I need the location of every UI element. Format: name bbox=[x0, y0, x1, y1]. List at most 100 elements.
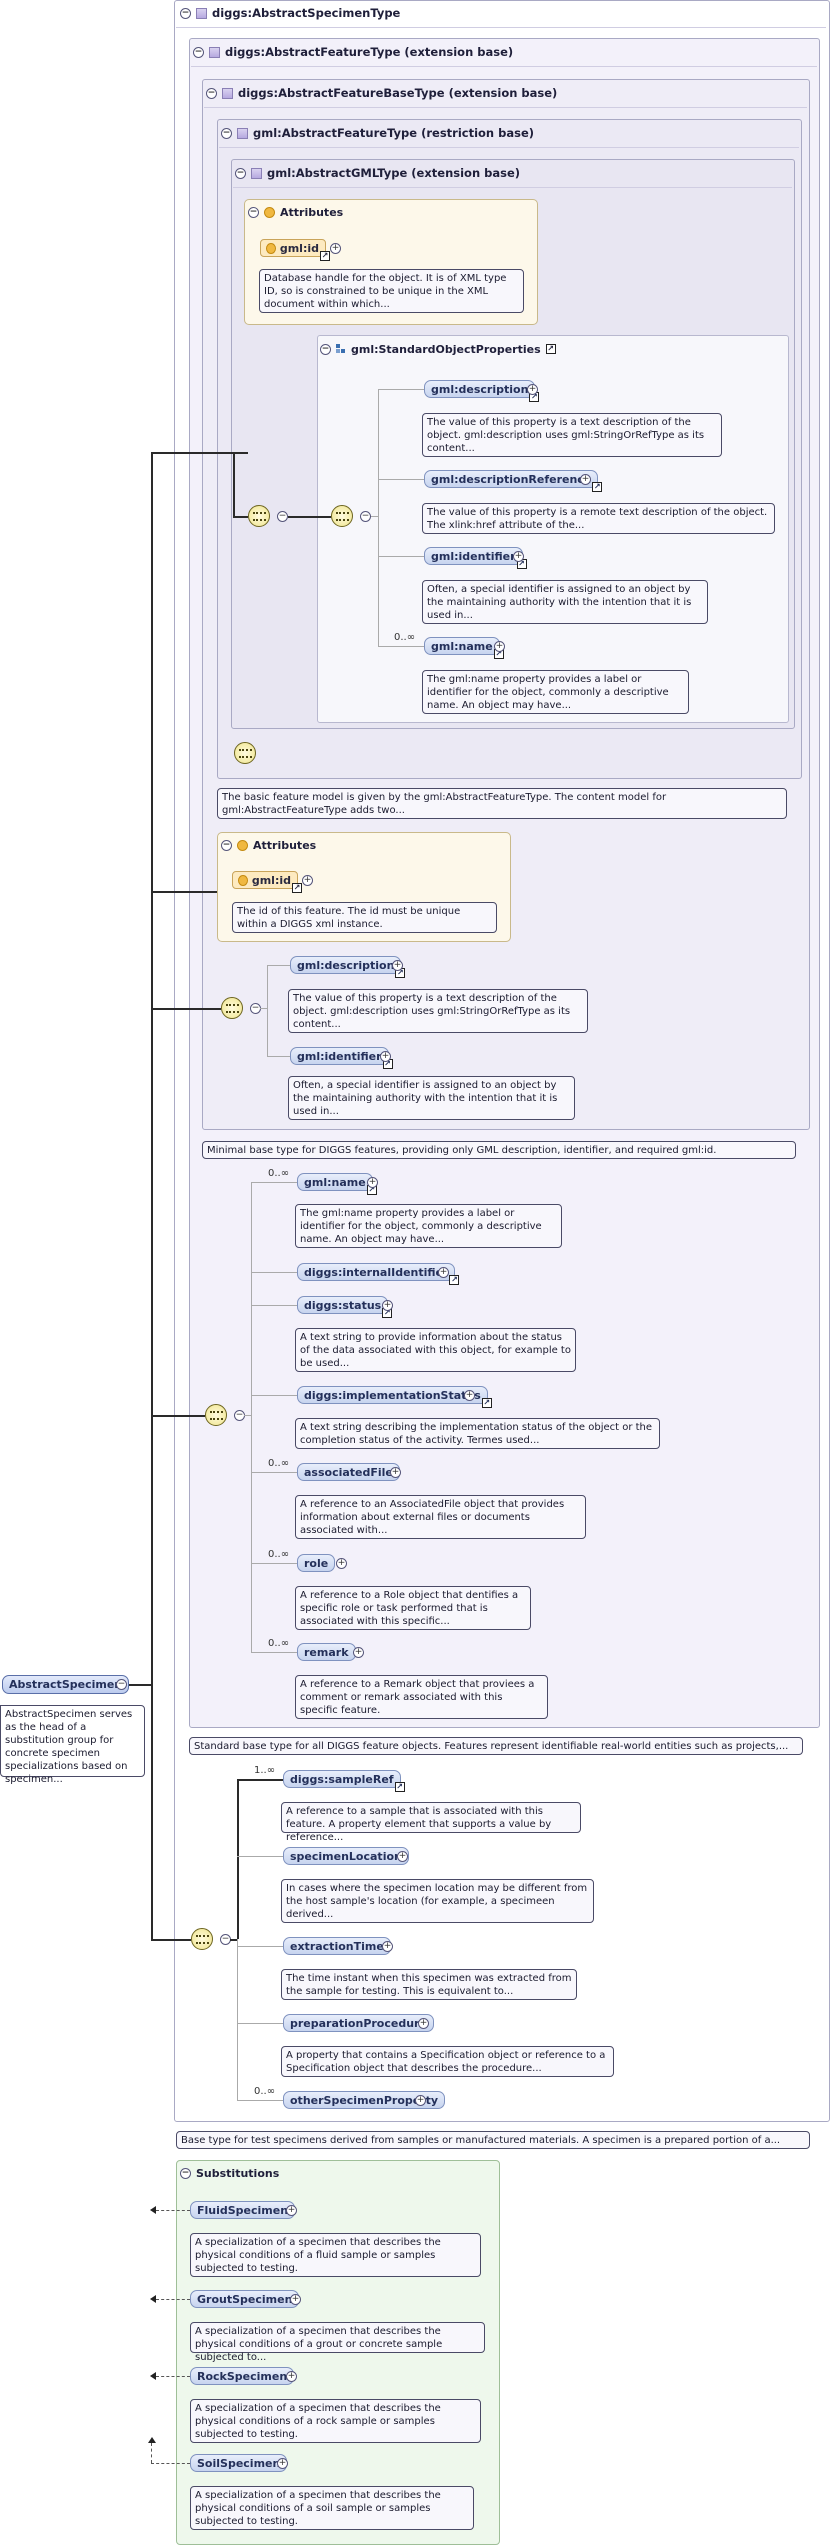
base-attributes-header[interactable]: − Attributes bbox=[221, 835, 316, 855]
expand-icon[interactable]: + bbox=[438, 1267, 449, 1278]
occurrence-label: 0..∞ bbox=[254, 2086, 276, 2097]
preparation-procedure-element[interactable]: preparationProcedure bbox=[283, 2014, 434, 2032]
expand-icon[interactable]: + bbox=[367, 1177, 378, 1188]
sample-ref-doc: A reference to a sample that is associat… bbox=[281, 1802, 581, 1843]
expand-icon[interactable]: + bbox=[286, 2371, 297, 2382]
expand-icon[interactable]: + bbox=[336, 1558, 347, 1569]
expand-icon[interactable]: + bbox=[390, 1467, 401, 1478]
associated-file-doc: A reference to an AssociatedFile object … bbox=[295, 1495, 586, 1539]
rock-specimen-element[interactable]: RockSpecimen bbox=[190, 2367, 295, 2385]
expand-icon[interactable]: + bbox=[397, 1851, 408, 1862]
expand-icon[interactable]: + bbox=[494, 641, 505, 652]
abstract-specimen-root-element[interactable]: AbstractSpecimen bbox=[2, 1675, 130, 1694]
substitutions-header[interactable]: − Substitutions bbox=[180, 2163, 279, 2183]
collapse-icon[interactable]: − bbox=[235, 167, 246, 179]
gml-name-element[interactable]: gml:name ↗ bbox=[424, 637, 504, 659]
substitutions-title: Substitutions bbox=[196, 2166, 280, 2180]
expand-icon[interactable]: + bbox=[464, 1390, 475, 1401]
grout-specimen-element[interactable]: GroutSpecimen bbox=[190, 2290, 300, 2308]
expand-icon[interactable]: + bbox=[382, 1300, 393, 1311]
remark-doc: A reference to a Remark object that prov… bbox=[295, 1675, 548, 1719]
expand-icon[interactable]: + bbox=[330, 243, 341, 254]
expand-icon[interactable]: + bbox=[415, 2095, 426, 2106]
expand-icon[interactable]: + bbox=[302, 875, 313, 886]
base-gml-id-attribute[interactable]: gml:id ↗ bbox=[232, 871, 302, 893]
gml-id-attribute[interactable]: gml:id ↗ bbox=[260, 239, 330, 261]
base-gml-identifier-doc: Often, a special identifier is assigned … bbox=[288, 1076, 575, 1120]
expand-icon[interactable]: + bbox=[513, 551, 524, 562]
group-icon bbox=[336, 344, 346, 354]
associated-file-element[interactable]: associatedFile bbox=[297, 1463, 400, 1481]
collapse-icon[interactable]: − bbox=[116, 1679, 127, 1690]
implementation-status-element[interactable]: diggs:implementationStatus ↗ bbox=[297, 1386, 492, 1408]
expand-icon[interactable]: + bbox=[380, 1051, 391, 1062]
grout-specimen-doc: A specialization of a specimen that desc… bbox=[190, 2322, 485, 2363]
base-gml-description-element[interactable]: gml:description ↗ bbox=[290, 956, 406, 978]
status-element[interactable]: diggs:status ↗ bbox=[297, 1296, 393, 1318]
collapse-icon[interactable]: − bbox=[248, 206, 259, 218]
collapse-icon[interactable]: − bbox=[193, 46, 204, 58]
occurrence-label: 1..∞ bbox=[254, 1765, 276, 1776]
complex-type-icon bbox=[251, 167, 262, 179]
gml-attributes-title: Attributes bbox=[280, 205, 344, 219]
gml-name-doc: The gml:name property provides a label o… bbox=[422, 670, 689, 714]
expand-icon[interactable]: + bbox=[418, 2018, 429, 2029]
sample-ref-element[interactable]: diggs:sampleRef ↗ bbox=[283, 1770, 405, 1792]
expand-icon[interactable]: + bbox=[277, 2458, 288, 2469]
feature-gml-name-doc: The gml:name property provides a label o… bbox=[295, 1204, 562, 1248]
grout-specimen-label: GroutSpecimen bbox=[197, 2292, 293, 2306]
std-props-header[interactable]: − gml:StandardObjectProperties ↗ bbox=[320, 339, 556, 359]
collapse-icon[interactable]: − bbox=[180, 2167, 191, 2179]
sequence-compositor-icon[interactable] bbox=[221, 997, 243, 1019]
remark-element[interactable]: remark bbox=[297, 1643, 356, 1661]
attribute-icon bbox=[264, 206, 275, 218]
expand-icon[interactable]: + bbox=[392, 960, 403, 971]
feature-base-type-header[interactable]: − diggs:AbstractFeatureBaseType (extensi… bbox=[206, 83, 557, 103]
sequence-compositor-icon[interactable] bbox=[205, 1404, 227, 1426]
expand-icon[interactable]: + bbox=[527, 384, 538, 395]
specimen-location-element[interactable]: specimenLocation bbox=[283, 1847, 409, 1865]
base-gml-identifier-element[interactable]: gml:identifier ↗ bbox=[290, 1047, 393, 1069]
fluid-specimen-label: FluidSpecimen bbox=[197, 2203, 289, 2217]
gml-feature-type-doc: The basic feature model is given by the … bbox=[217, 788, 787, 819]
gml-type-header[interactable]: − gml:AbstractGMLType (extension base) bbox=[235, 163, 520, 183]
expand-icon[interactable]: + bbox=[353, 1647, 364, 1658]
implementation-status-doc: A text string describing the implementat… bbox=[295, 1418, 660, 1449]
specimen-type-doc: Base type for test specimens derived fro… bbox=[176, 2131, 810, 2149]
internal-identifier-element[interactable]: diggs:internalIdentifier ↗ bbox=[297, 1263, 460, 1285]
gml-type-title: gml:AbstractGMLType (extension base) bbox=[267, 166, 521, 180]
gml-identifier-element[interactable]: gml:identifier ↗ bbox=[424, 547, 527, 569]
collapse-icon[interactable]: − bbox=[360, 511, 371, 522]
collapse-icon[interactable]: − bbox=[206, 87, 217, 99]
reference-arrow-icon: ↗ bbox=[449, 1275, 460, 1285]
specimen-type-header[interactable]: − diggs:AbstractSpecimenType bbox=[180, 3, 400, 23]
gml-feature-type-header[interactable]: − gml:AbstractFeatureType (restriction b… bbox=[221, 123, 534, 143]
role-element[interactable]: role bbox=[297, 1554, 336, 1572]
collapse-icon[interactable]: − bbox=[320, 343, 331, 355]
expand-icon[interactable]: + bbox=[290, 2294, 301, 2305]
gml-attributes-header[interactable]: − Attributes bbox=[248, 202, 343, 222]
feature-gml-name-element[interactable]: gml:name ↗ bbox=[297, 1173, 377, 1195]
sequence-compositor-icon[interactable] bbox=[331, 505, 353, 527]
collapse-icon[interactable]: − bbox=[180, 7, 191, 19]
collapse-icon[interactable]: − bbox=[277, 511, 288, 522]
other-specimen-property-label: otherSpecimenProperty bbox=[290, 2093, 439, 2107]
sequence-compositor-icon[interactable] bbox=[234, 742, 256, 764]
sequence-compositor-icon[interactable] bbox=[248, 505, 270, 527]
gml-description-element[interactable]: gml:description ↗ bbox=[424, 380, 540, 402]
extraction-time-element[interactable]: extractionTime bbox=[283, 1937, 391, 1955]
other-specimen-property-element[interactable]: otherSpecimenProperty bbox=[283, 2091, 446, 2109]
expand-icon[interactable]: + bbox=[382, 1941, 393, 1952]
feature-gml-name-label: gml:name bbox=[304, 1175, 366, 1189]
feature-type-header[interactable]: − diggs:AbstractFeatureType (extension b… bbox=[193, 42, 513, 62]
gml-id-doc: Database handle for the object. It is of… bbox=[259, 269, 524, 313]
expand-icon[interactable]: + bbox=[286, 2205, 297, 2216]
fluid-specimen-element[interactable]: FluidSpecimen bbox=[190, 2201, 296, 2219]
expand-icon[interactable]: + bbox=[580, 474, 591, 485]
collapse-icon[interactable]: − bbox=[221, 839, 232, 851]
attribute-icon bbox=[238, 874, 248, 886]
sequence-compositor-icon[interactable] bbox=[191, 1928, 213, 1950]
collapse-icon[interactable]: − bbox=[221, 127, 232, 139]
gml-description-reference-element[interactable]: gml:descriptionReference ↗ bbox=[424, 470, 603, 492]
soil-specimen-element[interactable]: SoilSpecimen bbox=[190, 2454, 288, 2472]
